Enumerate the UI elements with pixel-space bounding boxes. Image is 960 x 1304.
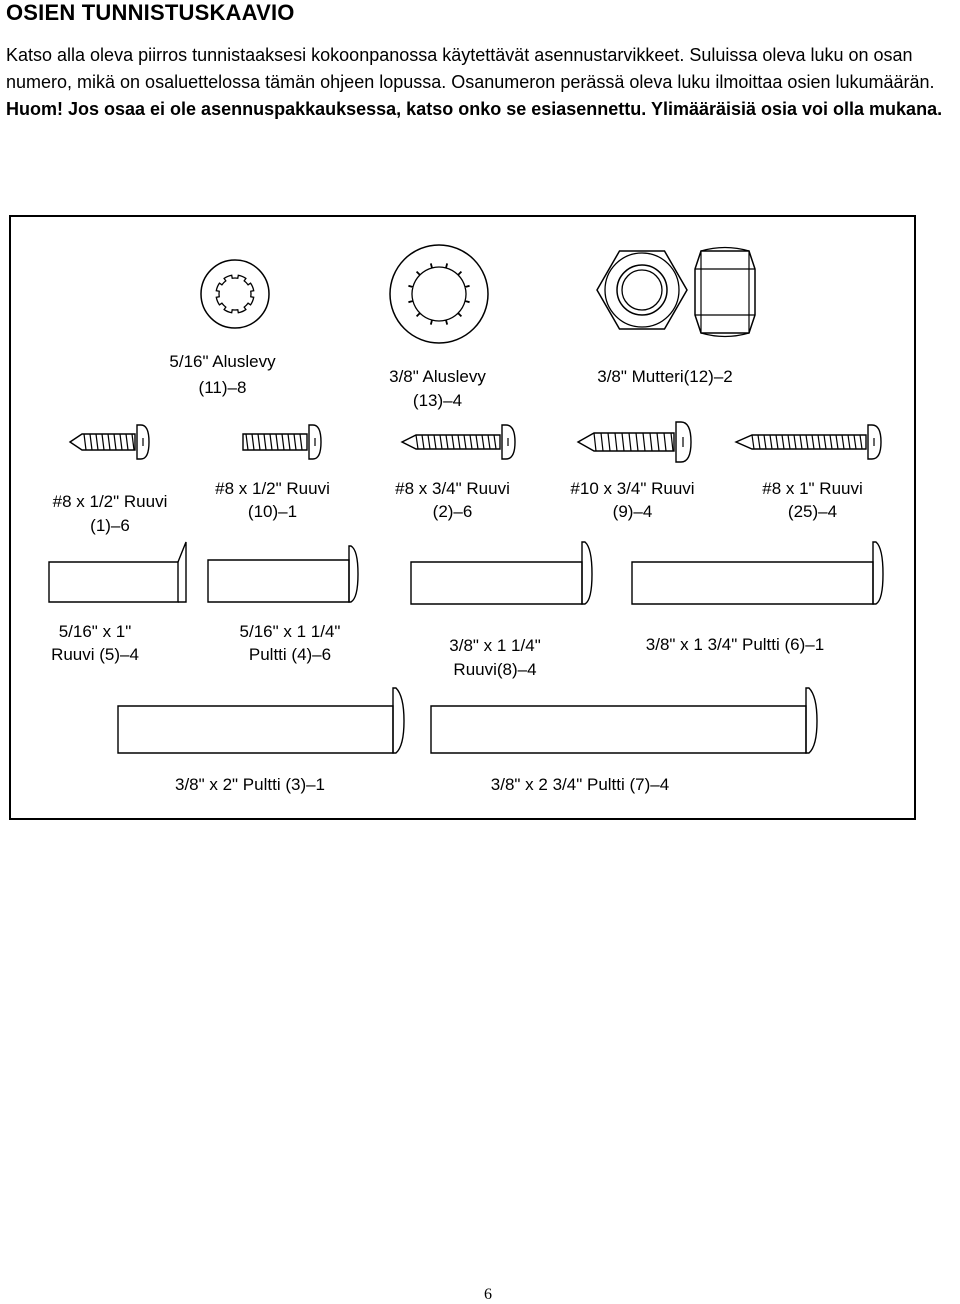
bolt-6-drawing: [631, 540, 885, 606]
part-label-nut-3-8: 3/8" Mutteri(12)–2: [580, 365, 750, 388]
washer-5-16-drawing: [198, 257, 272, 331]
part-name: 3/8" x 2 3/4" Pultti (7)–4: [490, 775, 670, 794]
part-name: 3/8" x 1 3/4" Pultti (6)–1: [645, 635, 825, 654]
part-name: #8 x 1/2" Ruuvi: [215, 479, 330, 498]
washer-3-8-drawing: [387, 242, 491, 346]
screw-1-drawing: [70, 421, 150, 463]
screw-8-drawing: [410, 540, 594, 606]
part-name: 3/8" x 1 1/4": [449, 636, 541, 655]
part-name: 3/8" x 2" Pultti (3)–1: [174, 775, 326, 794]
screw-5-drawing: [48, 540, 188, 604]
nut-side-view-drawing: [693, 245, 757, 339]
part-label-bolt-6: 3/8" x 1 3/4" Pultti (6)–1: [625, 633, 845, 656]
part-name: #8 x 3/4" Ruuvi: [395, 479, 510, 498]
intro-paragraph: Katso alla oleva piirros tunnistaaksesi …: [6, 42, 958, 123]
part-name: 3/8" Mutteri(12)–2: [597, 367, 733, 386]
part-name: 5/16" Aluslevy: [169, 352, 276, 371]
part-label-bolt-4: 5/16" x 1 1/4" Pultti (4)–6: [215, 620, 365, 666]
part-spec: Ruuvi(8)–4: [453, 660, 537, 679]
part-name: #8 x 1" Ruuvi: [762, 479, 863, 498]
screw-25-drawing: [736, 421, 882, 463]
part-name: 5/16" x 1": [58, 622, 132, 641]
part-label-washer-3-8: 3/8" Aluslevy (13)–4: [365, 365, 510, 412]
screw-10-drawing: [243, 421, 321, 463]
part-label-screw-9: #10 x 3/4" Ruuvi (9)–4: [555, 477, 710, 523]
intro-note: Huom! Jos osaa ei ole asennuspakkauksess…: [6, 99, 943, 119]
part-label-washer-5-16: 5/16" Aluslevy (11)–8: [150, 350, 295, 399]
part-spec: (11)–8: [198, 378, 247, 397]
bolt-4-drawing: [207, 540, 359, 604]
part-name: 5/16" x 1 1/4": [239, 622, 341, 641]
part-spec: (2)–6: [432, 502, 473, 521]
part-label-screw-5: 5/16" x 1" Ruuvi (5)–4: [25, 620, 165, 666]
page-number: 6: [484, 1286, 492, 1303]
part-spec: (9)–4: [612, 502, 653, 521]
part-label-bolt-7: 3/8" x 2 3/4" Pultti (7)–4: [470, 773, 690, 796]
part-label-screw-2: #8 x 3/4" Ruuvi (2)–6: [380, 477, 525, 523]
nut-top-view-drawing: [594, 245, 690, 335]
part-label-screw-25: #8 x 1" Ruuvi (25)–4: [740, 477, 885, 523]
part-spec: (10)–1: [247, 502, 298, 521]
screw-9-drawing: [578, 418, 692, 466]
part-label-bolt-3: 3/8" x 2" Pultti (3)–1: [150, 773, 350, 796]
part-spec: (13)–4: [412, 391, 463, 410]
part-spec: Pultti (4)–6: [248, 645, 332, 664]
part-label-screw-1: #8 x 1/2" Ruuvi (1)–6: [40, 490, 180, 537]
part-label-screw-10: #8 x 1/2" Ruuvi (10)–1: [200, 477, 345, 523]
parts-diagram-panel: [9, 215, 916, 820]
bolt-3-drawing: [117, 686, 407, 756]
part-spec: (1)–6: [90, 516, 130, 535]
part-spec: (25)–4: [787, 502, 838, 521]
intro-text: Katso alla oleva piirros tunnistaaksesi …: [6, 45, 935, 92]
part-name: #10 x 3/4" Ruuvi: [570, 479, 695, 498]
part-name: 3/8" Aluslevy: [389, 367, 486, 386]
part-spec: Ruuvi (5)–4: [51, 645, 139, 664]
bolt-7-drawing: [430, 686, 820, 756]
screw-2-drawing: [402, 421, 516, 463]
part-label-screw-8: 3/8" x 1 1/4" Ruuvi(8)–4: [420, 634, 570, 681]
page-title: OSIEN TUNNISTUSKAAVIO: [6, 0, 295, 25]
part-name: #8 x 1/2" Ruuvi: [52, 492, 168, 511]
